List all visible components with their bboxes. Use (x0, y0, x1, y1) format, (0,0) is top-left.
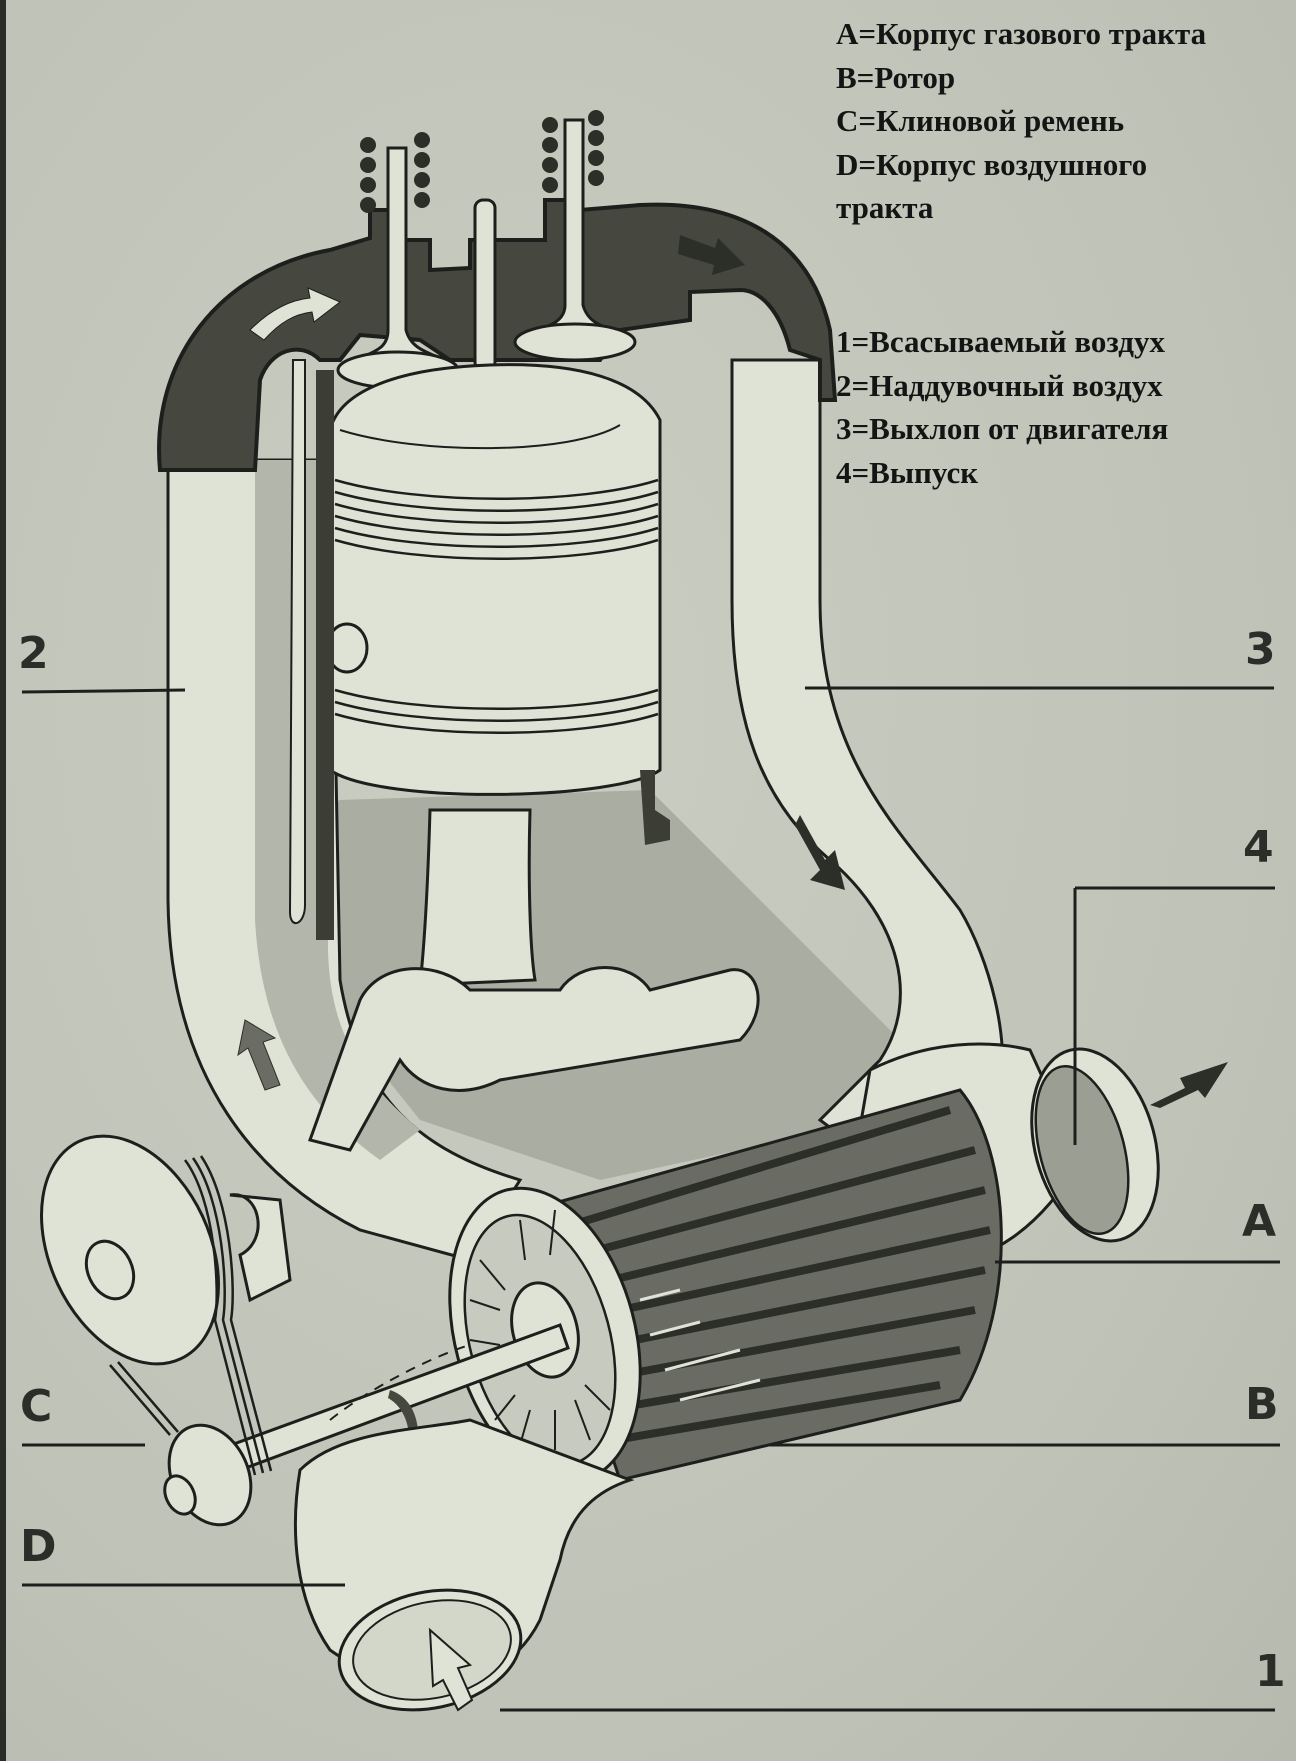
legend-flows: 1=Всасываемый воздух 2=Наддувочный возду… (836, 320, 1168, 494)
callout-D: D (20, 1521, 57, 1572)
callout-2: 2 (18, 628, 49, 679)
legend-parts: A=Корпус газового тракта B=Ротор C=Клино… (836, 12, 1206, 230)
legend-item-1: 1=Всасываемый воздух (836, 324, 1165, 359)
piston (328, 363, 662, 796)
dipstick (288, 359, 306, 924)
rotor-pulley (167, 1423, 253, 1527)
flow-arrow-intake (428, 1627, 474, 1712)
callout-1: 1 (1255, 1646, 1286, 1697)
flow-arrow-exhaust (795, 815, 845, 890)
injector (473, 198, 497, 372)
flow-arrow-intake-manifold (249, 287, 341, 341)
legend-item-C: C=Клиновой ремень (836, 103, 1125, 138)
crank-pulley-hub (229, 1193, 292, 1303)
callout-lines (21, 686, 1280, 1712)
callout-B: B (1245, 1379, 1279, 1430)
valve-springs (360, 110, 604, 213)
scan-border (0, 0, 6, 1761)
legend-item-B: B=Ротор (836, 59, 956, 95)
piston-rings (334, 424, 659, 734)
legend-item-2: 2=Наддувочный воздух (836, 367, 1163, 403)
air-housing-dashed (329, 1344, 471, 1421)
flow-arrow-outlet (1150, 1062, 1228, 1108)
rotor-highlights (639, 1288, 761, 1402)
crank-pulley (40, 1134, 220, 1366)
callout-3: 3 (1245, 624, 1276, 675)
callout-4: 4 (1243, 822, 1274, 873)
cylinder-head-manifold (157, 198, 838, 472)
cylinder-wall (316, 370, 334, 940)
flow-arrow-charge-air (237, 1019, 281, 1091)
rotor-pulley-stub (163, 1474, 197, 1516)
leader-2 (21, 688, 186, 694)
legend-item-3: 3=Выхлоп от двигателя (836, 411, 1169, 446)
legend-item-4: 4=Выпуск (836, 454, 979, 490)
v-belt (109, 1155, 273, 1476)
exhaust-outlet-opening (1034, 1064, 1130, 1236)
legend-item-D: D=Корпус воздушного (836, 146, 1148, 182)
callout-C: C (20, 1381, 53, 1432)
legend-item-D-continued: тракта (836, 190, 934, 225)
cylinder-wall-right (640, 770, 670, 845)
crank-pulley-stub (84, 1239, 136, 1301)
rotor-cells (553, 1106, 991, 1444)
rotor-body (528, 1088, 1003, 1482)
exhaust-valve-seat (513, 322, 637, 362)
flow-arrow-exhaust-manifold (678, 235, 745, 275)
legend-item-A: A=Корпус газового тракта (836, 16, 1207, 51)
connecting-rod (418, 808, 537, 987)
callout-A: A (1242, 1196, 1277, 1247)
crankshaft (308, 966, 760, 1152)
